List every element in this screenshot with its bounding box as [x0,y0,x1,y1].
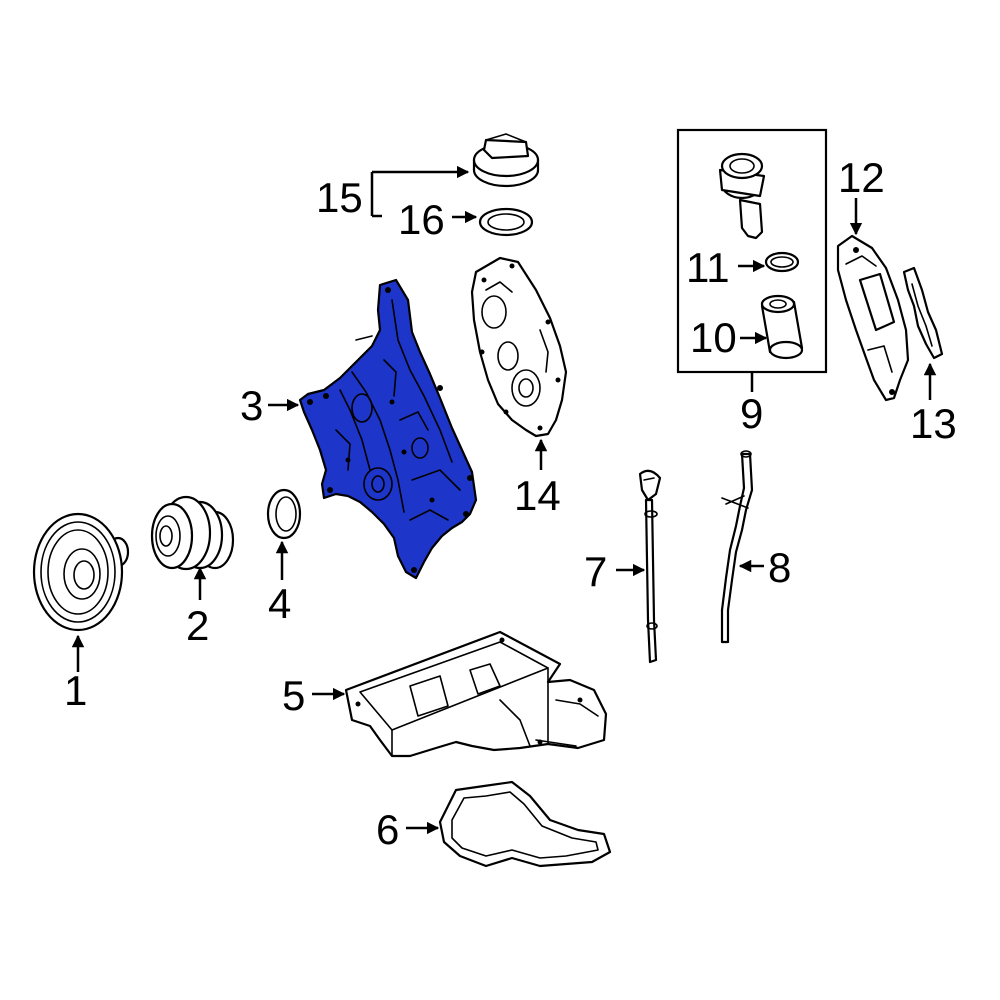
callout-2: 2 [186,602,209,649]
part-1-pulley[interactable] [32,512,130,632]
part-14-cover-plate[interactable] [470,256,568,438]
callout-11: 11 [686,244,730,291]
part-9-filter-housing-cap[interactable] [718,152,766,240]
part-15-oil-filler-cap[interactable] [472,133,540,188]
callout-13: 13 [910,400,957,447]
part-6-lower-pan[interactable] [438,780,612,868]
callout-16: 16 [398,196,445,243]
callout-6: 6 [376,806,399,853]
part-7-dipstick[interactable] [638,469,662,664]
part-5-oil-pan[interactable] [344,630,608,758]
part-13-gasket[interactable] [902,266,944,360]
callout-10: 10 [690,314,737,361]
part-11-o-ring[interactable] [764,251,800,273]
part-8-dipstick-tube[interactable] [720,450,754,644]
callout-14: 14 [514,472,561,519]
callout-5: 5 [282,672,305,719]
callout-9: 9 [740,390,763,437]
part-3-timing-cover[interactable] [298,278,478,580]
callout-1: 1 [64,667,87,714]
callout-3: 3 [240,382,263,429]
part-16-seal-ring[interactable] [478,207,534,237]
callout-7: 7 [584,548,607,595]
callout-12: 12 [838,154,885,201]
part-2-pulley-hub[interactable] [150,495,235,571]
part-10-oil-filter[interactable] [760,294,804,360]
part-4-seal[interactable] [266,488,302,540]
callout-8: 8 [768,544,791,591]
callout-4: 4 [268,580,291,627]
callout-15: 15 [316,174,363,221]
part-12-oil-cooler[interactable] [836,234,910,402]
